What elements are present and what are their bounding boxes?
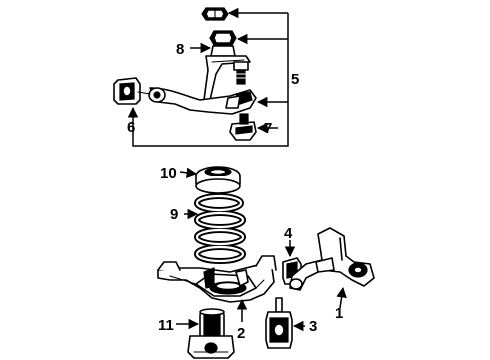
upper-ball-joint-nut xyxy=(209,30,237,57)
callout-11: 11 xyxy=(158,317,174,334)
callout-3: 3 xyxy=(309,318,317,335)
steering-knuckle xyxy=(289,227,375,309)
lower-control-arm xyxy=(157,255,277,322)
callout-9: 9 xyxy=(170,206,178,223)
shock-absorber xyxy=(176,308,235,359)
callout-1: 1 xyxy=(335,305,343,322)
upper-control-arm xyxy=(148,87,257,115)
upper-arm-bushing xyxy=(113,77,151,105)
callout-5: 5 xyxy=(291,71,299,88)
upper-nut xyxy=(201,7,229,21)
callout-10: 10 xyxy=(160,165,177,182)
upper-arm-bolt xyxy=(233,61,249,85)
callout-4: 4 xyxy=(284,225,293,242)
callout-6: 6 xyxy=(127,119,135,136)
callout-7: 7 xyxy=(264,120,272,137)
upper-control-arm-assembly xyxy=(113,7,289,147)
callout-8: 8 xyxy=(176,41,184,58)
callout-2: 2 xyxy=(237,325,245,342)
callout-labels: 1 2 3 4 5 6 7 8 9 10 11 xyxy=(127,41,343,342)
coil-spring xyxy=(194,193,246,264)
spring-insulator xyxy=(195,166,241,194)
coil-spring-assembly xyxy=(179,166,246,264)
lower-bushing xyxy=(265,297,305,349)
upper-ball-joint xyxy=(229,113,257,141)
upper-arm-bracket xyxy=(203,55,251,101)
